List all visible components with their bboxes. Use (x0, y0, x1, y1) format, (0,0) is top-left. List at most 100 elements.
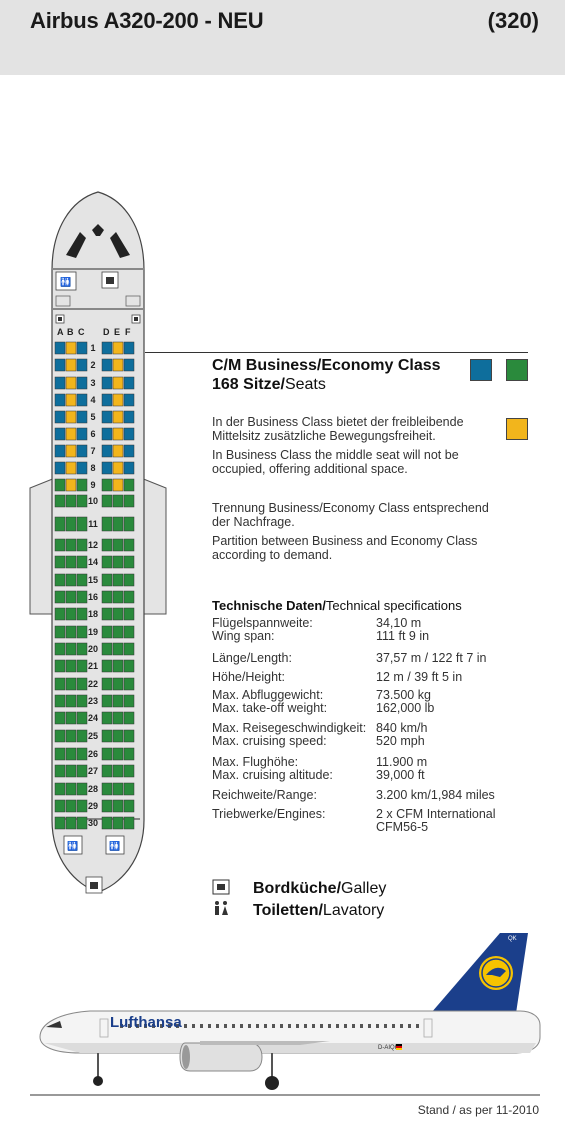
seat (112, 694, 124, 708)
lavatory-icon-rear-left (63, 835, 83, 855)
seat (112, 764, 124, 778)
seat (65, 393, 77, 407)
seat (112, 625, 124, 639)
stand-date: Stand / as per 11-2010 (417, 1103, 539, 1117)
seat (112, 538, 124, 552)
spec-value: 73.500 kg 162,000 lb (376, 688, 435, 715)
seat (123, 444, 135, 458)
seat (123, 816, 135, 830)
spec-label: Länge/Length: (212, 651, 292, 665)
column-d-label: D (103, 327, 110, 337)
seat (54, 816, 66, 830)
seat (76, 677, 88, 691)
seat (112, 799, 124, 813)
tail-fin (425, 933, 528, 1020)
seat (123, 799, 135, 813)
spec-value: 2 x CFM International CFM56-5 (376, 807, 496, 834)
lavatory-icon-rear-right (105, 835, 125, 855)
seat (101, 590, 113, 604)
row-number: 12 (87, 539, 98, 550)
seat (123, 478, 135, 492)
seat (54, 376, 66, 390)
seat (65, 764, 77, 778)
seat (112, 659, 124, 673)
spec-value: 11.900 m 39,000 ft (376, 755, 428, 782)
row-number: 25 (87, 730, 98, 741)
seat (101, 376, 113, 390)
seat (76, 478, 88, 492)
seat (101, 427, 113, 441)
note-de-1: In der Business Class bietet der freible… (212, 415, 464, 443)
seat (54, 677, 66, 691)
seat (65, 607, 77, 621)
row-number: 19 (87, 626, 98, 637)
seat (76, 573, 88, 587)
seat (112, 478, 124, 492)
seat (65, 694, 77, 708)
seat (65, 376, 77, 390)
seat (123, 555, 135, 569)
seat (76, 341, 88, 355)
seat (54, 516, 66, 532)
spec-value: 34,10 m 111 ft 9 in (376, 616, 430, 643)
seat (76, 358, 88, 372)
seat (112, 427, 124, 441)
seat (54, 799, 66, 813)
seat (123, 625, 135, 639)
seat (65, 573, 77, 587)
seat (112, 782, 124, 796)
seat (54, 494, 66, 508)
seat (112, 358, 124, 372)
legend-lavatory: Toiletten/Lavatory (253, 902, 385, 919)
note-en-1: In Business Class the middle seat will n… (212, 448, 459, 476)
seat (123, 494, 135, 508)
spec-label: Höhe/Height: (212, 670, 285, 684)
row-number: 6 (90, 428, 96, 439)
seat (65, 625, 77, 639)
seat (76, 729, 88, 743)
seat (76, 659, 88, 673)
row-number: 2 (90, 359, 96, 370)
seat (65, 799, 77, 813)
seat (76, 590, 88, 604)
seat (112, 677, 124, 691)
legend-icons (212, 879, 230, 915)
seat (101, 555, 113, 569)
seat (65, 642, 77, 656)
seat (101, 625, 113, 639)
seat (76, 607, 88, 621)
seat (112, 341, 124, 355)
left-wing (29, 477, 56, 615)
seat (76, 376, 88, 390)
seat (65, 816, 77, 830)
seat (54, 358, 66, 372)
seat (123, 677, 135, 691)
seat (123, 694, 135, 708)
seat (54, 711, 66, 725)
seat (123, 410, 135, 424)
seat (123, 376, 135, 390)
seat (101, 607, 113, 621)
seat (123, 659, 135, 673)
svg-text:🚻: 🚻 (109, 840, 120, 851)
tail-code: QK (508, 936, 517, 942)
seat (76, 555, 88, 569)
seat (123, 573, 135, 587)
seat-map-diagram: 🚻 🚻 🚻 (29, 191, 167, 894)
seat (65, 444, 77, 458)
row-number: 21 (87, 660, 98, 671)
seat (65, 494, 77, 508)
seat (54, 478, 66, 492)
row-number: 22 (87, 678, 98, 689)
seat (76, 799, 88, 813)
seat (76, 782, 88, 796)
seat (112, 393, 124, 407)
seat (76, 516, 88, 532)
seat (101, 659, 113, 673)
seat (54, 625, 66, 639)
seat (123, 782, 135, 796)
note-en-2: Partition between Business and Economy C… (212, 534, 478, 562)
row-number: 26 (87, 748, 98, 759)
seat (76, 625, 88, 639)
seat (65, 427, 77, 441)
